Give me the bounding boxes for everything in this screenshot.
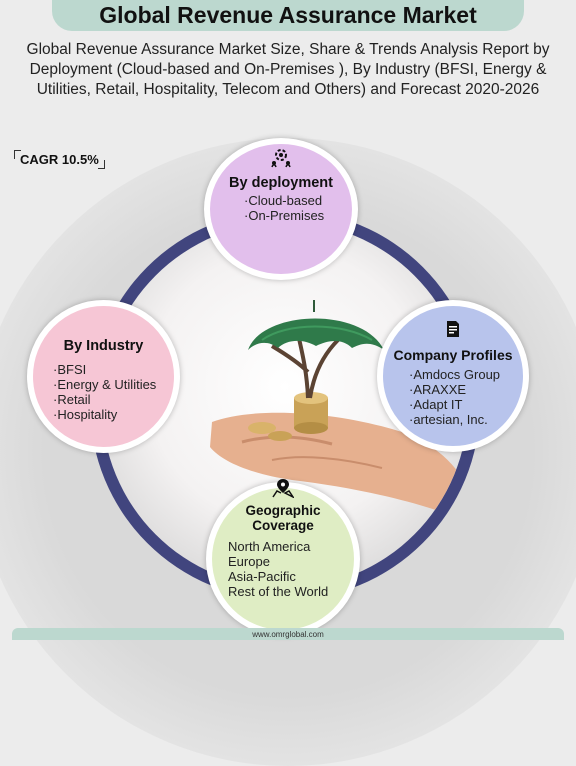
deployment-heading: By deployment bbox=[229, 175, 333, 191]
industry-bubble: By Industry ·BFSI ·Energy & Utilities ·R… bbox=[27, 300, 180, 453]
list-item: ·Retail bbox=[53, 392, 91, 407]
bracket-bottom-right bbox=[97, 160, 105, 169]
company-profiles-bubble: Company Profiles ·Amdocs Group ·ARAXXE ·… bbox=[377, 300, 529, 452]
bracket-top-left bbox=[14, 150, 21, 159]
cagr-label: CAGR 10.5% bbox=[14, 150, 105, 169]
deployment-list: ·Cloud-based ·On-Premises bbox=[244, 193, 352, 223]
geo-list: North America Europe Asia-Pacific Rest o… bbox=[228, 539, 354, 599]
report-subtitle: Global Revenue Assurance Market Size, Sh… bbox=[26, 41, 550, 98]
list-item: ·On-Premises bbox=[244, 208, 325, 223]
page-title: Global Revenue Assurance Market bbox=[99, 2, 477, 28]
industry-heading: By Industry bbox=[63, 338, 144, 354]
company-list: ·Amdocs Group ·ARAXXE ·Adapt IT ·artesia… bbox=[409, 367, 523, 427]
list-item: Europe bbox=[228, 554, 270, 569]
industry-list: ·BFSI ·Energy & Utilities ·Retail ·Hospi… bbox=[53, 362, 174, 422]
footer-url[interactable]: www.omrglobal.com bbox=[12, 628, 564, 640]
deployment-bubble: By deployment ·Cloud-based ·On-Premises bbox=[204, 138, 358, 280]
list-item: Rest of the World bbox=[228, 584, 329, 599]
geo-heading: Geographic Coverage bbox=[245, 503, 321, 533]
map-pin-icon bbox=[212, 478, 354, 503]
cagr-text: CAGR 10.5% bbox=[20, 152, 99, 167]
list-item: ·Adapt IT bbox=[409, 397, 463, 412]
gear-people-icon bbox=[210, 146, 352, 173]
list-item: ·Hospitality bbox=[53, 407, 118, 422]
list-item: ·artesian, Inc. bbox=[409, 412, 488, 427]
list-item: ·BFSI bbox=[53, 362, 87, 377]
list-item: ·Cloud-based bbox=[244, 193, 323, 208]
title-bar: Global Revenue Assurance Market bbox=[52, 0, 524, 31]
list-item: ·Amdocs Group bbox=[409, 367, 501, 382]
list-item: ·ARAXXE bbox=[409, 382, 467, 397]
list-item: ·Energy & Utilities bbox=[53, 377, 157, 392]
list-item: Asia-Pacific bbox=[228, 569, 296, 584]
company-heading: Company Profiles bbox=[393, 347, 513, 363]
money-tree-illustration bbox=[210, 300, 468, 522]
document-icon bbox=[383, 320, 523, 343]
list-item: North America bbox=[228, 539, 311, 554]
geographic-coverage-bubble: Geographic Coverage North America Europe… bbox=[206, 479, 360, 636]
